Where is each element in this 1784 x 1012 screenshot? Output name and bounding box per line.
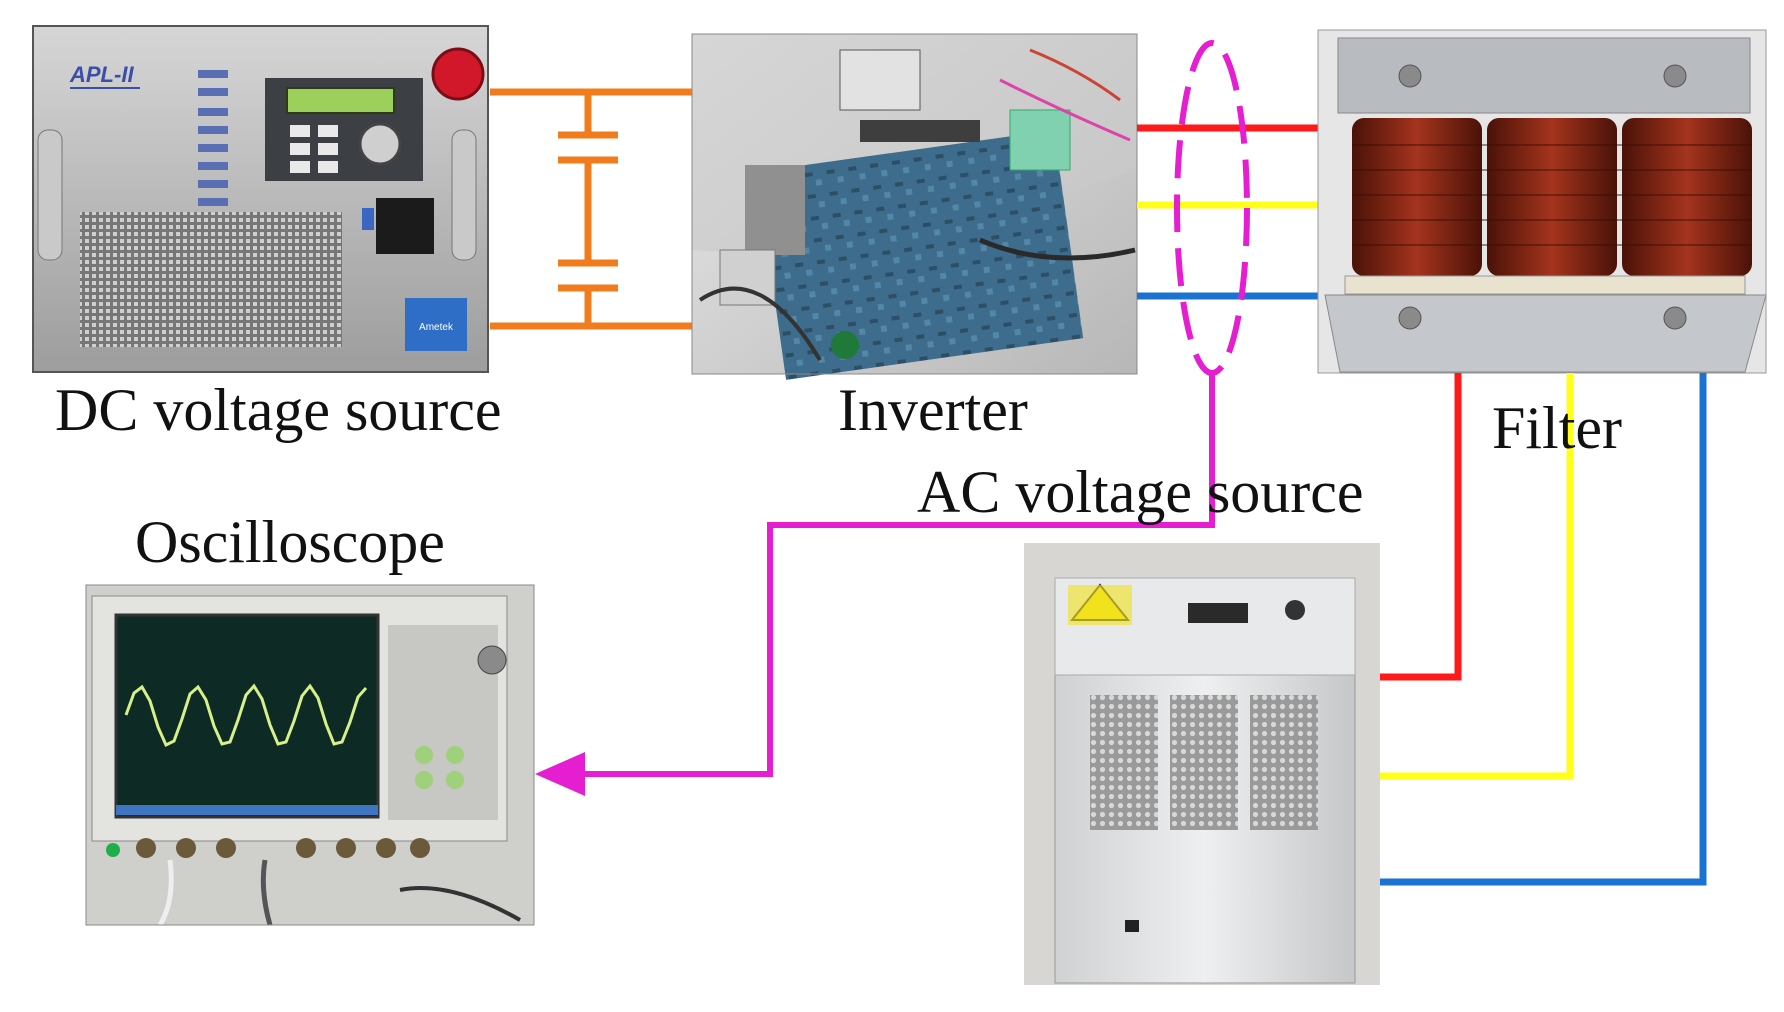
ac-voltage-source-label: AC voltage source (917, 459, 1364, 525)
inverter-label: Inverter (838, 377, 1028, 443)
measurement-signal-wire (585, 373, 1215, 777)
oscilloscope-image (85, 584, 535, 927)
dc-bus-wiring (490, 88, 692, 330)
dc-voltage-source-image: APL-II Ametek (32, 25, 489, 373)
filter-phase-a-wire (1380, 373, 1462, 681)
ac-voltage-source-image (1024, 543, 1380, 985)
filter-label: Filter (1492, 395, 1622, 461)
inverter-image (691, 33, 1138, 380)
filter-output-wiring (1380, 373, 1707, 886)
filter-phase-c-wire (1380, 373, 1707, 886)
measurement-probe (535, 40, 1250, 796)
waveform-trace (124, 683, 368, 748)
ac-phase-wiring (1137, 124, 1318, 300)
oscilloscope-label: Oscilloscope (135, 509, 445, 575)
signal-arrow-icon (535, 752, 585, 796)
dc-voltage-source-label: DC voltage source (55, 377, 502, 443)
filter-phase-b-wire (1380, 373, 1574, 780)
dc-brand-text: APL-II (69, 62, 134, 87)
filter-image (1317, 29, 1767, 374)
dc-badge-text: Ametek (419, 322, 454, 333)
